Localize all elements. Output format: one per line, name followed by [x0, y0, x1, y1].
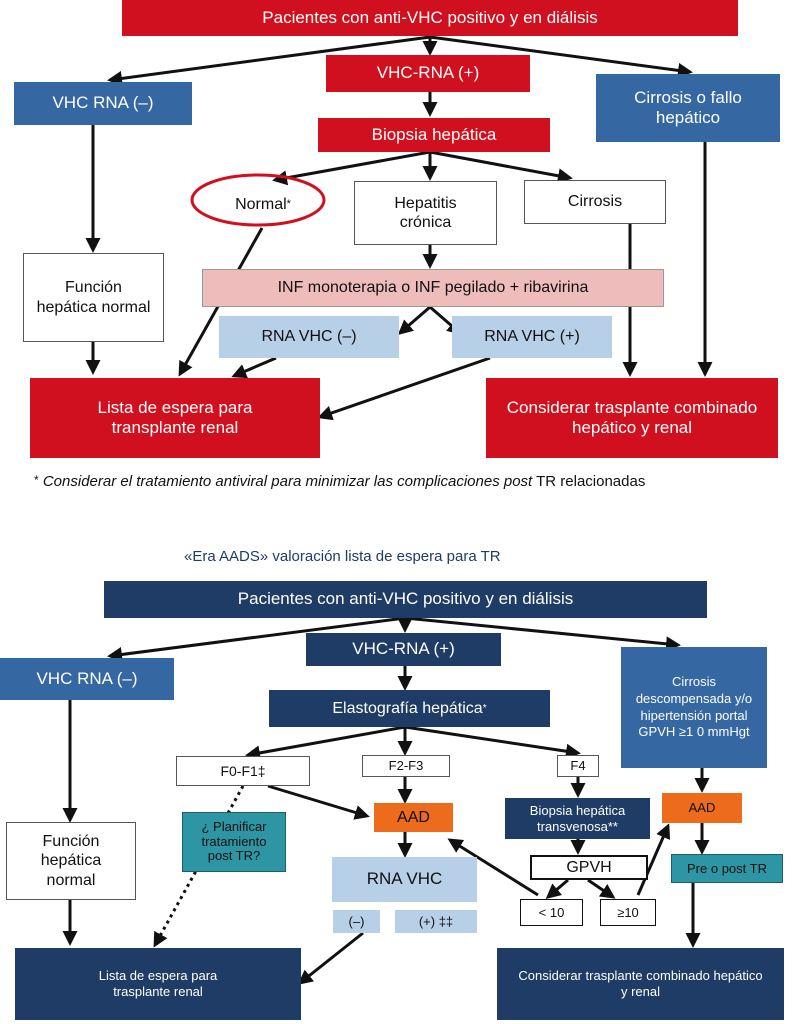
bottom-lt10-box: < 10: [520, 899, 583, 926]
bottom-aad-right-label: AAD: [688, 800, 716, 816]
bottom-header-label: Pacientes con anti-VHC positivo y en diá…: [237, 589, 574, 609]
bottom-elasto-label: Elastografía hepática: [332, 699, 483, 717]
bottom-subtitle: «Era AADS» valoración lista de espera pa…: [184, 548, 501, 565]
bottom-pos-box: (+) ‡‡: [395, 910, 477, 933]
bottom-funcion-box: Función hepática normal: [6, 822, 136, 900]
bottom-funcion-label: Función hepática normal: [40, 833, 102, 889]
top-normal-mark: *: [286, 198, 291, 211]
top-normal-box: Normal*: [194, 182, 332, 228]
bottom-gpvh-box: GPVH: [530, 855, 648, 880]
bottom-pre-post-box: Pre o post TR: [671, 854, 783, 883]
top-cirrosis-label: Cirrosis: [567, 193, 623, 211]
top-rna-positive-label: VHC-RNA (+): [376, 63, 480, 83]
bottom-cirrosis-desc-label: Cirrosis descompensada y/o hipertensión …: [635, 673, 753, 740]
top-inf-box: INF monoterapia o INF pegilado + ribavir…: [202, 269, 664, 307]
bottom-f0f1-box: F0-F1‡: [176, 756, 310, 786]
top-hepatitis-label: Hepatitis crónica: [394, 194, 457, 231]
top-cirrosis-fallo-label: Cirrosis o fallo hepático: [634, 87, 742, 127]
top-inf-label: INF monoterapia o INF pegilado + ribavir…: [277, 279, 589, 297]
bottom-considerar-label: Considerar trasplante combinado hepático…: [518, 968, 763, 999]
bottom-rna-positive-box: VHC-RNA (+): [306, 633, 501, 666]
bottom-cirrosis-desc-box: Cirrosis descompensada y/o hipertensión …: [621, 647, 767, 768]
top-considerar-label: Considerar trasplante combinado hepático…: [506, 397, 758, 437]
bottom-f4-label: F4: [570, 758, 586, 774]
top-lista-box: Lista de espera para transplante renal: [30, 378, 320, 458]
top-rna-negative-label: VHC RNA (–): [52, 93, 154, 113]
bottom-aad-right-box: AAD: [662, 793, 742, 823]
bottom-f2f3-label: F2-F3: [388, 758, 424, 774]
top-rna-vhc-pos-box: RNA VHC (+): [452, 316, 612, 358]
bottom-pre-post-label: Pre o post TR: [687, 860, 767, 876]
bottom-ge10-box: ≥10: [600, 899, 656, 926]
bottom-rna-negative-label: VHC RNA (–): [36, 668, 138, 688]
top-footnote: * Considerar el tratamiento antiviral pa…: [34, 473, 645, 490]
footnote-italic-text: Considerar el tratamiento antiviral para…: [42, 473, 533, 490]
bottom-lt10-label: < 10: [538, 904, 565, 920]
top-considerar-box: Considerar trasplante combinado hepático…: [486, 378, 778, 458]
top-hepatitis-box: Hepatitis crónica: [354, 181, 497, 245]
bottom-neg-label: (–): [348, 913, 365, 929]
footnote-mark: *: [34, 473, 39, 487]
top-cirrosis-fallo-box: Cirrosis o fallo hepático: [596, 74, 780, 142]
top-header-box: Pacientes con anti-VHC positivo y en diá…: [122, 0, 738, 36]
bottom-f4-box: F4: [557, 755, 599, 777]
bottom-planificar-label: ¿ Planificar tratamiento post TR?: [201, 818, 267, 864]
bottom-neg-box: (–): [333, 910, 380, 933]
bottom-elasto-box: Elastografía hepática*: [269, 690, 550, 727]
top-rna-positive-box: VHC-RNA (+): [326, 55, 530, 92]
bottom-aad-center-box: AAD: [374, 803, 453, 832]
bottom-elasto-mark: *: [482, 702, 487, 714]
top-normal-label: Normal: [235, 196, 287, 214]
bottom-lista-label: Lista de espera para trasplante renal: [98, 968, 218, 999]
top-cirrosis-box: Cirrosis: [524, 180, 666, 224]
bottom-biopsia-trans-box: Biopsia hepática transvenosa**: [505, 798, 650, 839]
bottom-ge10-label: ≥10: [617, 904, 639, 920]
top-lista-label: Lista de espera para transplante renal: [97, 397, 253, 437]
top-funcion-box: Función hepática normal: [23, 253, 164, 342]
bottom-gpvh-label: GPVH: [566, 858, 612, 876]
top-header-label: Pacientes con anti-VHC positivo y en diá…: [262, 7, 598, 27]
footnote-end-text: TR relacionadas: [532, 473, 646, 490]
top-rna-negative-box: VHC RNA (–): [14, 82, 192, 125]
bottom-planificar-box: ¿ Planificar tratamiento post TR?: [182, 812, 286, 872]
bottom-header-box: Pacientes con anti-VHC positivo y en diá…: [104, 581, 707, 618]
bottom-aad-center-label: AAD: [397, 808, 430, 826]
bottom-rna-negative-box: VHC RNA (–): [0, 658, 174, 700]
top-rna-vhc-neg-box: RNA VHC (–): [219, 316, 399, 358]
top-biopsia-box: Biopsia hepática: [318, 118, 550, 152]
bottom-rna-vhc-label: RNA VHC: [366, 869, 443, 889]
top-rna-vhc-pos-label: RNA VHC (+): [484, 328, 580, 346]
top-biopsia-label: Biopsia hepática: [371, 124, 497, 144]
bottom-lista-box: Lista de espera para trasplante renal: [15, 948, 301, 1020]
bottom-pos-label: (+) ‡‡: [418, 913, 454, 929]
bottom-considerar-box: Considerar trasplante combinado hepático…: [497, 948, 784, 1020]
bottom-rna-vhc-box: RNA VHC: [332, 857, 477, 902]
bottom-f0f1-label: F0-F1‡: [220, 762, 266, 779]
top-funcion-label: Función hepática normal: [36, 279, 151, 316]
bottom-f2f3-box: F2-F3: [362, 755, 450, 777]
top-rna-vhc-neg-label: RNA VHC (–): [261, 328, 357, 346]
bottom-rna-positive-label: VHC-RNA (+): [352, 639, 455, 659]
bottom-biopsia-trans-label: Biopsia hepática transvenosa**: [529, 802, 626, 834]
